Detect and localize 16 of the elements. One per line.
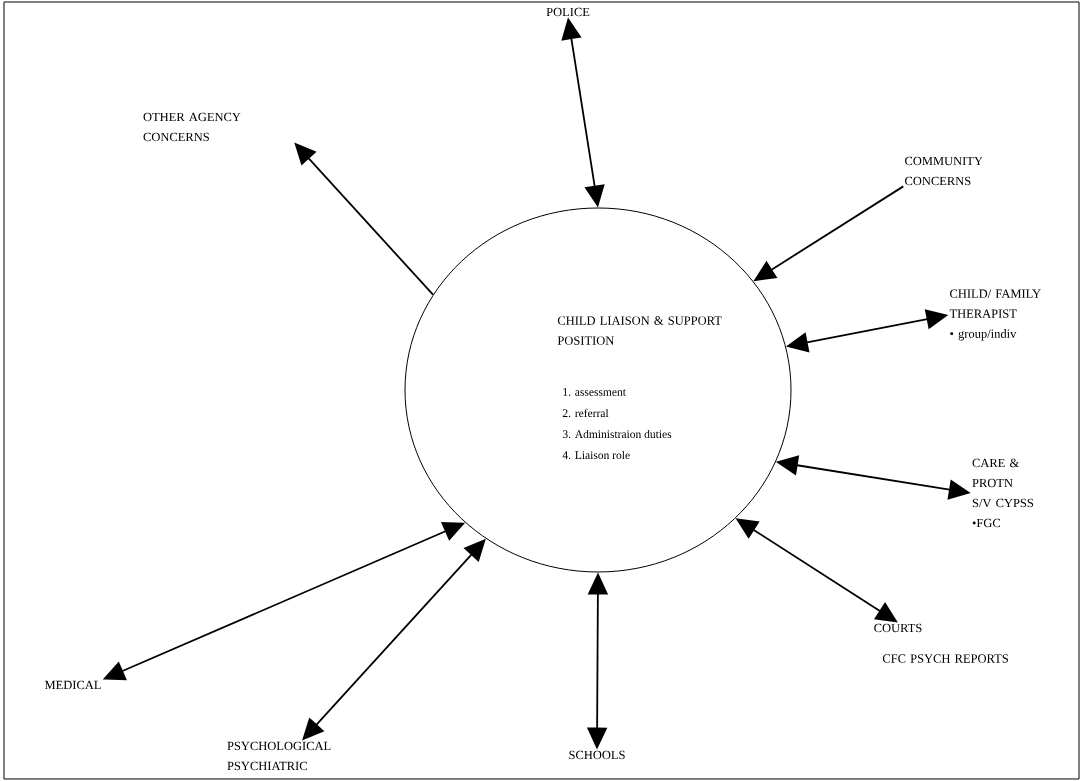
agency-label: POLICE: [546, 7, 590, 17]
circle-heading: CHILD LIAISON & SUPPORT POSITION: [557, 316, 722, 345]
duty-item: 1. assessment: [563, 388, 626, 396]
agency-label: CHILD/ FAMILY THERAPIST • group/indiv: [949, 289, 1041, 341]
agency-label: CARE & PROTN S/V CYPSS •FGC: [972, 458, 1034, 528]
duty-item: 3. Administraion duties: [562, 429, 672, 439]
agency-label: OTHER AGENCY CONCERNS: [143, 112, 241, 142]
liaison-circle: [404, 207, 792, 573]
duty-item: 2. referral: [562, 408, 609, 418]
agency-label: MEDICAL: [44, 680, 101, 690]
duty-item: 4. Liaison role: [562, 450, 630, 460]
agency-label: COURTS: [874, 623, 922, 633]
agency-label: PSYCHOLOGICAL PSYCHIATRIC: [227, 741, 331, 771]
agency-label: SCHOOLS: [569, 750, 625, 760]
agency-label: COMMUNITY CONCERNS: [905, 156, 983, 186]
note-text: CFC PSYCH REPORTS: [882, 654, 1008, 663]
